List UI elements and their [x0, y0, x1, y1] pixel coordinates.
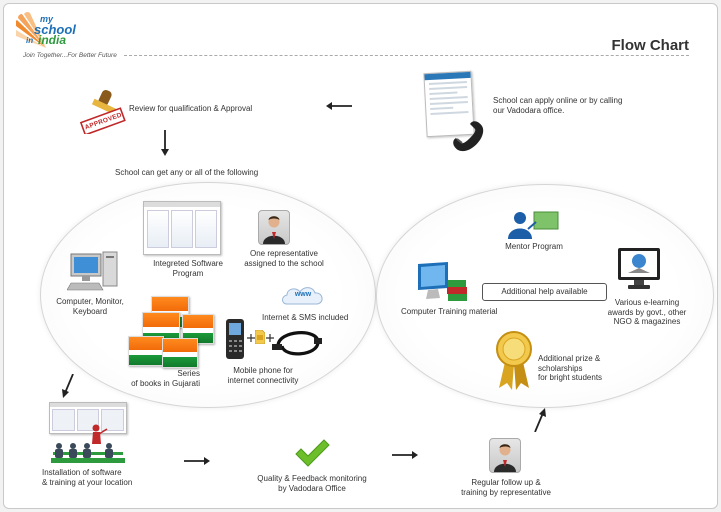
quality-label: Quality & Feedback monitoring by Vadodar… — [242, 474, 382, 493]
followup-label: Regular follow up & training by represen… — [446, 478, 566, 497]
quality-label-line2: by Vadodara Office — [278, 483, 346, 493]
software-screenshot-image — [143, 201, 221, 255]
computer-icon — [67, 251, 118, 291]
training-label: Computer Training material — [401, 307, 498, 316]
prize-label-line3: for bright students — [538, 373, 603, 382]
logo-word-india: india — [38, 33, 67, 47]
page-title: Flow Chart — [611, 37, 690, 54]
representative-label-line2: assigned to the school — [244, 258, 324, 268]
e-learning-monitor-icon — [618, 248, 660, 289]
quality-label-line1: Quality & Feedback monitoring — [257, 474, 367, 483]
cloud-icon — [282, 287, 323, 305]
logo-word-my: my — [40, 14, 54, 24]
projection-screen-image — [49, 402, 127, 434]
mobile-label-line2: internet connectivity — [227, 375, 299, 385]
arrow-right-icon — [392, 451, 418, 459]
telephone-icon — [453, 121, 484, 152]
monitor-books-icon — [418, 262, 467, 301]
internet-cloud-image: www — [279, 284, 327, 306]
classroom-icon — [51, 424, 125, 463]
arrow-right-icon — [184, 457, 210, 465]
arrow-up-right-icon — [534, 408, 546, 432]
logo[interactable]: my school in india — [16, 12, 116, 52]
checkmark-icon — [295, 439, 330, 467]
followup-label-line2: training by representative — [461, 487, 551, 497]
books-label: Series of books in Gujarati — [104, 369, 200, 388]
mentor-icon — [508, 211, 559, 239]
mobile-phone-icon — [226, 319, 244, 359]
awards-label: Various e-learning awards by govt., othe… — [599, 298, 695, 327]
installation-label-line2: & training at your location — [42, 477, 133, 487]
plus-icon — [247, 334, 255, 342]
software-label: Integreted Software Program — [138, 259, 238, 278]
additional-help-box: Additional help available — [482, 283, 607, 301]
computer-label: Computer, Monitor, Keyboard — [50, 297, 130, 316]
mobile-label-line1: Mobile phone for — [233, 366, 293, 375]
representative-label-line1: One representative — [249, 249, 319, 258]
header-divider — [124, 55, 689, 56]
arrow-down-icon — [161, 130, 169, 156]
software-label-line2: Program — [172, 268, 204, 278]
computer-label-line2: Keyboard — [72, 306, 108, 316]
books-label-line2: of books in Gujarati — [131, 378, 200, 388]
usb-cable-icon — [272, 331, 322, 356]
awards-label-line3: NGO & magazines — [613, 317, 681, 326]
internet-label: Internet & SMS included — [262, 313, 349, 322]
awards-label-line2: awards by govt., other — [607, 307, 687, 317]
businessman-icon — [494, 444, 516, 472]
logo-sunburst-icon — [16, 12, 46, 49]
apply-text: School can apply online or by calling ou… — [493, 96, 623, 115]
logo-word-in: in — [26, 36, 34, 45]
cloud-label: www — [294, 291, 312, 298]
plus-icon — [266, 334, 274, 342]
installation-label-line1: Installation of software — [42, 468, 122, 477]
book-image-4 — [128, 336, 164, 366]
representative-label: One representative assigned to the schoo… — [234, 249, 334, 268]
prize-label-line2: scholarships — [538, 363, 583, 373]
sim-card-icon — [255, 330, 265, 344]
mentor-label: Mentor Program — [505, 242, 563, 251]
award-ribbon-icon — [496, 331, 532, 390]
arrow-down-left-icon — [62, 374, 74, 398]
installation-label: Installation of software & training at y… — [42, 468, 162, 487]
books-label-line1: Series — [177, 369, 200, 378]
get-any-text: School can get any or all of the followi… — [115, 168, 259, 177]
rubber-stamp-icon — [80, 89, 126, 134]
tagline: Join Together...For Better Future — [23, 52, 117, 59]
representative-image — [258, 210, 290, 245]
review-text: Review for qualification & Approval — [129, 104, 253, 113]
installation-training-image — [49, 402, 127, 464]
businessman-icon — [263, 216, 285, 244]
mobile-label: Mobile phone for internet connectivity — [218, 366, 308, 385]
follow-up-representative-image — [489, 438, 521, 473]
prize-label: Additional prize & scholarships for brig… — [538, 354, 638, 383]
arrow-left-icon — [326, 102, 352, 110]
flow-chart-page: my school in india Join Together...For B… — [3, 3, 718, 509]
prize-label-line1: Additional prize & — [538, 354, 601, 363]
awards-label-line1: Various e-learning — [614, 298, 680, 307]
software-label-line1: Integreted Software — [153, 259, 223, 268]
book-image-5 — [162, 338, 198, 368]
followup-label-line1: Regular follow up & — [471, 478, 541, 487]
logo-word-school: school — [34, 22, 76, 37]
approved-stamp-image: APPROVED — [80, 88, 126, 134]
computer-label-line1: Computer, Monitor, — [56, 297, 124, 306]
